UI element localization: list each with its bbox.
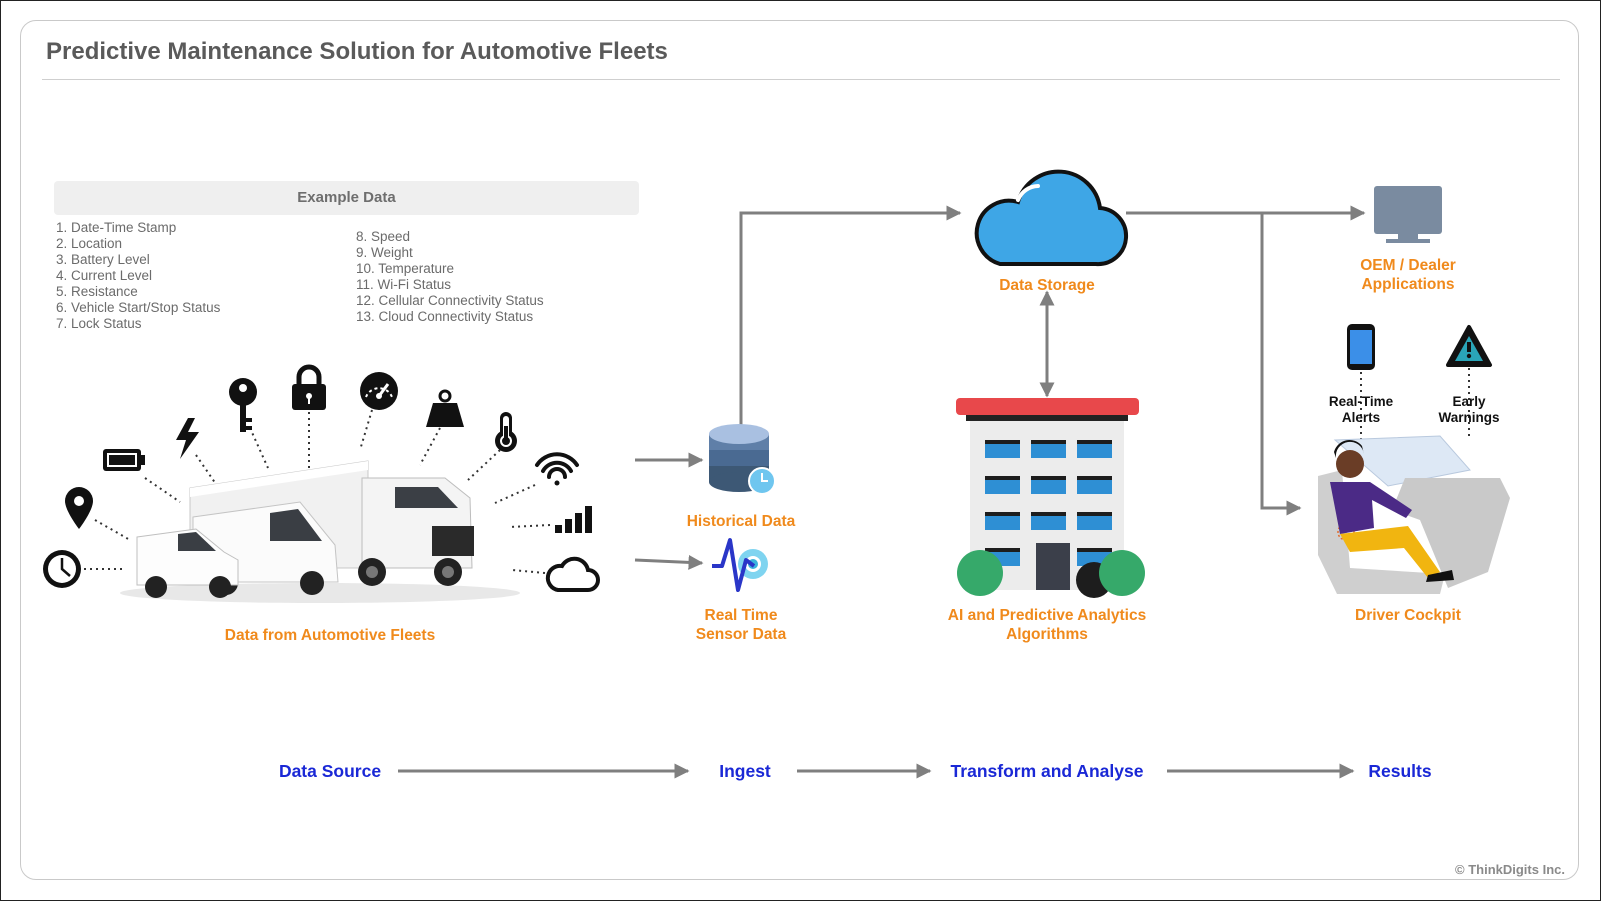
weight-icon [426,389,464,427]
list-item: 12. Cellular Connectivity Status [356,293,544,308]
list-item: 1. Date-Time Stamp [56,220,177,235]
example-data-heading: Example Data [54,181,639,215]
list-item: 4. Current Level [56,268,153,283]
clock-icon [43,550,81,588]
cloud-icon [545,556,600,592]
historical-data-label: Historical Data [686,513,796,530]
lock-icon [292,364,326,410]
list-item: 8. Speed [356,229,411,244]
realtime-alerts-label-line1: Real-Time [1328,394,1394,409]
fleets-label: Data from Automotive Fleets [224,627,436,644]
list-item: 11. Wi-Fi Status [356,277,452,292]
fleet-vehicles-illustration [120,460,520,603]
ai-building-icon [956,398,1145,598]
ai-analytics-label: AI and Predictive Analytics Algorithms [927,606,1167,644]
ai-analytics-label-line2: Algorithms [1006,626,1088,643]
sensor-connectors [84,409,551,574]
early-warnings-label-line2: Warnings [1438,410,1500,425]
database-icon [709,424,776,495]
data-storage-cloud-icon [974,169,1128,267]
driver-cockpit-illustration [1318,435,1510,594]
diagram-title: Predictive Maintenance Solution for Auto… [46,38,668,65]
diagram-card [20,20,1579,880]
list-item: 6. Vehicle Start/Stop Status [56,300,221,315]
realtime-sensor-label-line1: Real Time [704,607,778,624]
list-item: 7. Lock Status [56,316,142,331]
flow-arrows [398,205,1366,779]
realtime-alerts-label: Real-Time Alerts [1306,394,1416,426]
early-warnings-label-line1: Early [1452,394,1486,409]
battery-icon [103,449,145,471]
driver-cockpit-label: Driver Cockpit [1355,607,1461,624]
wifi-icon [535,452,579,486]
cellular-signal-icon [555,506,592,533]
speedometer-icon [360,372,398,410]
key-icon [229,378,257,432]
location-pin-icon [65,487,93,529]
example-data-list-right: 8. Speed 9. Weight 10. Temperature 11. W… [356,229,544,325]
list-item: 3. Battery Level [56,252,150,267]
stage-transform-analyse: Transform and Analyse [950,761,1144,781]
realtime-sensor-label: Real Time Sensor Data [666,606,816,644]
smartphone-icon [1347,324,1375,370]
list-item: 9. Weight [356,245,413,260]
list-item: 13. Cloud Connectivity Status [356,309,534,324]
list-item: 2. Location [56,236,123,251]
data-storage-label: Data Storage [999,277,1095,294]
realtime-sensor-label-line2: Sensor Data [695,626,787,643]
realtime-sensor-icon [712,538,768,592]
early-warnings-label: Early Warnings [1414,394,1524,426]
alert-connectors [1360,368,1470,440]
list-item: 5. Resistance [56,284,138,299]
oem-dealer-label-line2: Applications [1361,276,1455,293]
lightning-icon [176,418,199,459]
title-divider [42,79,1560,80]
stage-data-source: Data Source [278,761,382,781]
stage-results: Results [1368,761,1432,781]
stage-ingest: Ingest [719,761,771,781]
warning-triangle-icon [1446,325,1492,367]
list-item: 10. Temperature [356,261,455,276]
oem-dealer-label: OEM / Dealer Applications [1328,256,1488,294]
copyright-notice: © ThinkDigits Inc. [1455,862,1565,877]
realtime-alerts-label-line2: Alerts [1341,410,1381,425]
example-data-list-left: 1. Date-Time Stamp 2. Location 3. Batter… [56,220,220,332]
oem-dealer-label-line1: OEM / Dealer [1360,257,1456,274]
ai-analytics-label-line1: AI and Predictive Analytics [947,607,1147,624]
thermometer-icon [495,412,517,452]
monitor-icon [1374,186,1442,243]
